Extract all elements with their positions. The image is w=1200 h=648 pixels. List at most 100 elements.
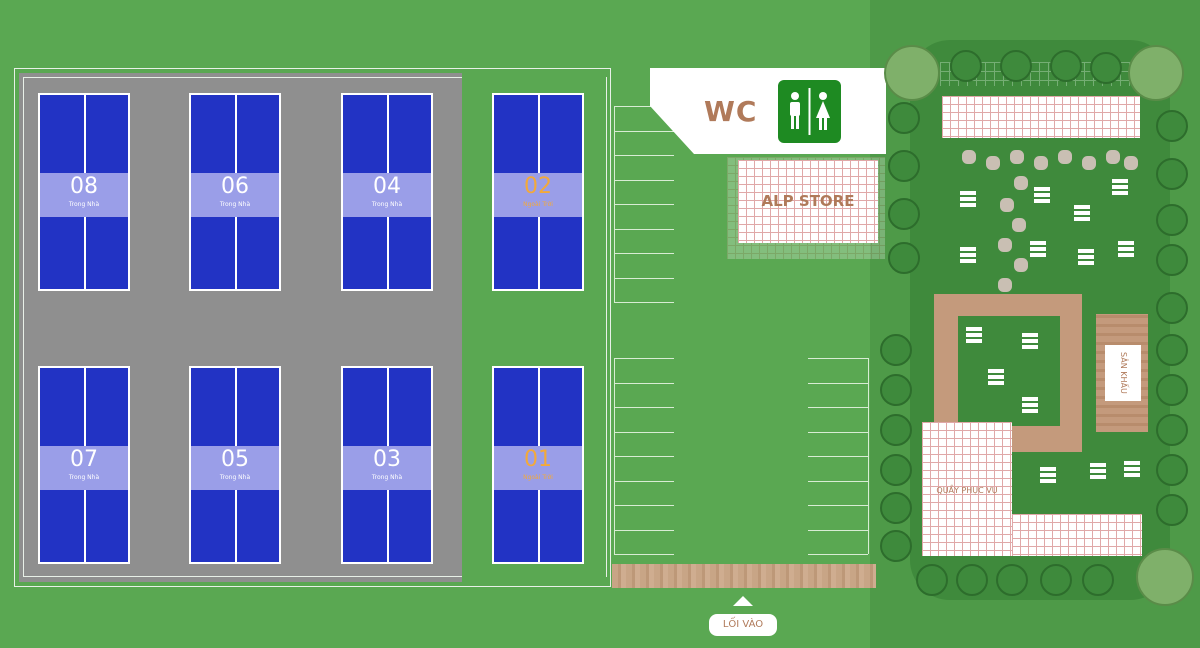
- court-03[interactable]: 03 Trong Nhà: [341, 366, 433, 564]
- parking-slot-line: [808, 407, 868, 408]
- tree-icon: [1156, 334, 1188, 366]
- court-surface: [38, 93, 130, 291]
- tree-icon: [1050, 50, 1082, 82]
- table-bench-icon: [1112, 178, 1128, 195]
- parking-slot-line: [808, 382, 868, 384]
- table-bench-icon: [1078, 248, 1094, 265]
- store-label: ALP STORE: [761, 192, 855, 210]
- parking-slot-line: [808, 358, 868, 359]
- parking-slot-line: [614, 554, 674, 555]
- table-bench-icon: [960, 190, 976, 207]
- parking-slot-line: [614, 228, 674, 230]
- tree-icon: [880, 530, 912, 562]
- stepping-stone: [998, 278, 1012, 292]
- table-bench-icon: [1030, 240, 1046, 257]
- parking-slot-line: [614, 179, 674, 181]
- court-label: Ngoài Trời: [523, 474, 553, 481]
- wooden-walkway: [612, 564, 876, 588]
- parking-slot-line: [614, 456, 674, 457]
- court-surface: [189, 93, 281, 291]
- court-02[interactable]: 02 Ngoài Trời: [492, 93, 584, 291]
- court-05[interactable]: 05 Trong Nhà: [189, 366, 281, 564]
- court-number: 04: [373, 174, 401, 199]
- table-bench-icon: [966, 326, 982, 343]
- court-number: 03: [373, 447, 401, 472]
- tree-icon: [996, 564, 1028, 596]
- table-bench-icon: [1022, 396, 1038, 413]
- court-number: 06: [221, 174, 249, 199]
- arrow-up-icon: [733, 596, 753, 606]
- stepping-stone: [1082, 156, 1096, 170]
- tree-icon: [1156, 204, 1188, 236]
- parking-slot-line: [808, 480, 868, 482]
- stepping-stone: [1106, 150, 1120, 164]
- restroom-icon: [778, 80, 841, 143]
- court-07[interactable]: 07 Trong Nhà: [38, 366, 130, 564]
- tree-icon: [1156, 374, 1188, 406]
- parking-slot-line: [614, 505, 674, 506]
- stage-label: SÂN KHẤU: [1105, 345, 1141, 401]
- complex-outline: [14, 68, 611, 587]
- court-06[interactable]: 06 Trong Nhà: [189, 93, 281, 291]
- parking-slot-line: [614, 382, 674, 384]
- tree-icon: [950, 50, 982, 82]
- table-bench-icon: [1074, 204, 1090, 221]
- entrance-label[interactable]: LỐI VÀO: [709, 614, 777, 636]
- parking-slot-line: [614, 358, 674, 359]
- stepping-stone: [1058, 150, 1072, 164]
- parking-slot-line: [614, 155, 674, 156]
- table-bench-icon: [1118, 240, 1134, 257]
- table-bench-icon: [1034, 186, 1050, 203]
- court-04[interactable]: 04 Trong Nhà: [341, 93, 433, 291]
- table-bench-icon: [1022, 332, 1038, 349]
- service-counter-wing: [1012, 514, 1142, 556]
- tree-icon: [880, 334, 912, 366]
- parking-slot-line: [808, 554, 868, 555]
- tree-icon: [1156, 244, 1188, 276]
- table-bench-icon: [988, 368, 1004, 385]
- court-surface: [492, 366, 584, 564]
- alp-store[interactable]: [738, 160, 878, 243]
- stepping-stone: [1124, 156, 1138, 170]
- parking-slot-line: [614, 407, 674, 408]
- court-number: 02: [524, 174, 552, 199]
- court-surface: [189, 366, 281, 564]
- wc-building: [650, 68, 886, 154]
- parking-edge: [868, 358, 869, 554]
- court-surface: [341, 366, 433, 564]
- tree-icon: [1156, 158, 1188, 190]
- parking-slot-line: [614, 253, 674, 254]
- stepping-stone: [1012, 218, 1026, 232]
- court-label: Trong Nhà: [371, 474, 403, 481]
- court-label: Trong Nhà: [371, 201, 403, 208]
- wc-label: WC: [704, 95, 758, 128]
- parking-slot-line: [808, 456, 868, 457]
- tree-icon: [1090, 52, 1122, 84]
- tree-icon: [880, 454, 912, 486]
- tree-icon: [1128, 45, 1184, 101]
- court-01[interactable]: 01 Ngoài Trời: [492, 366, 584, 564]
- parking-slot-line: [808, 529, 868, 531]
- court-label: Ngoài Trời: [523, 201, 553, 208]
- court-08[interactable]: 08 Trong Nhà: [38, 93, 130, 291]
- tree-icon: [888, 242, 920, 274]
- tree-icon: [888, 150, 920, 182]
- parking-slot-line: [614, 204, 674, 205]
- tree-icon: [884, 45, 940, 101]
- table-bench-icon: [960, 246, 976, 263]
- stepping-stone: [1010, 150, 1024, 164]
- tree-icon: [888, 102, 920, 134]
- court-number: 01: [524, 447, 552, 472]
- tree-icon: [1156, 292, 1188, 324]
- tree-icon: [1156, 454, 1188, 486]
- parking-slot-line: [614, 529, 674, 531]
- tree-icon: [1156, 110, 1188, 142]
- service-counter[interactable]: [922, 422, 1012, 556]
- tree-icon: [888, 198, 920, 230]
- parking-slot-line: [614, 106, 674, 107]
- tree-icon: [916, 564, 948, 596]
- court-number: 05: [221, 447, 249, 472]
- parking-slot-line: [614, 277, 674, 279]
- tree-icon: [880, 492, 912, 524]
- court-surface: [341, 93, 433, 291]
